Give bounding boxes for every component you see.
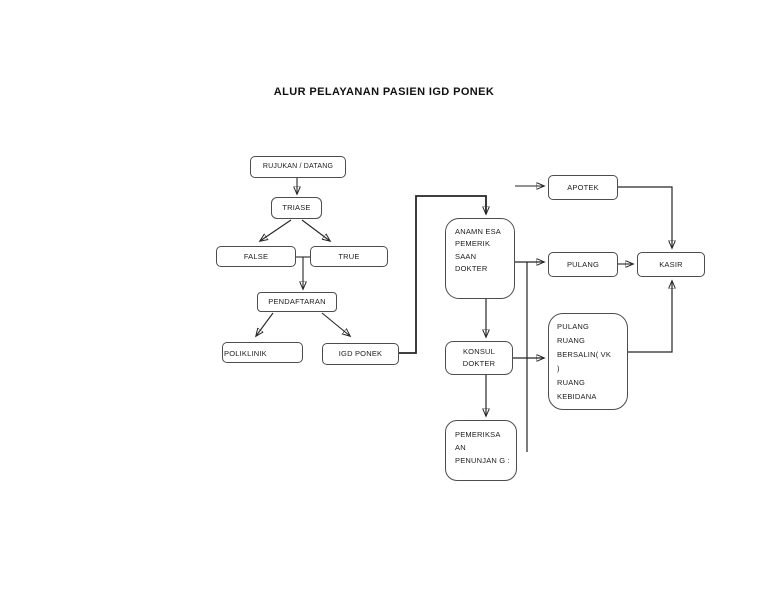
node-pendaftaran: PENDAFTARAN bbox=[257, 292, 337, 312]
node-konsul-dokter: KONSUL DOKTER bbox=[445, 341, 513, 375]
node-pulang-ruang-bersalin-kebidanan: PULANG RUANG BERSALIN( VK ) RUANG KEBIDA… bbox=[548, 313, 628, 410]
node-anamnesa-pemeriksaan-dokter: ANAMN ESA PEMERIK SAAN DOKTER bbox=[445, 218, 515, 299]
node-apotek: APOTEK bbox=[548, 175, 618, 200]
node-igd-ponek: IGD PONEK bbox=[322, 343, 399, 365]
node-triase: TRIASE bbox=[271, 197, 322, 219]
node-poliklinik: POLIKLINIK bbox=[222, 342, 303, 363]
node-false: FALSE bbox=[216, 246, 296, 267]
node-pemeriksaan-penunjang: PEMERIKSA AN PENUNJAN G : bbox=[445, 420, 517, 481]
node-true: TRUE bbox=[310, 246, 388, 267]
page-title: ALUR PELAYANAN PASIEN IGD PONEK bbox=[273, 86, 495, 98]
node-pulang: PULANG bbox=[548, 252, 618, 277]
node-rujukan-datang: RUJUKAN / DATANG bbox=[250, 156, 346, 178]
node-kasir: KASIR bbox=[637, 252, 705, 277]
